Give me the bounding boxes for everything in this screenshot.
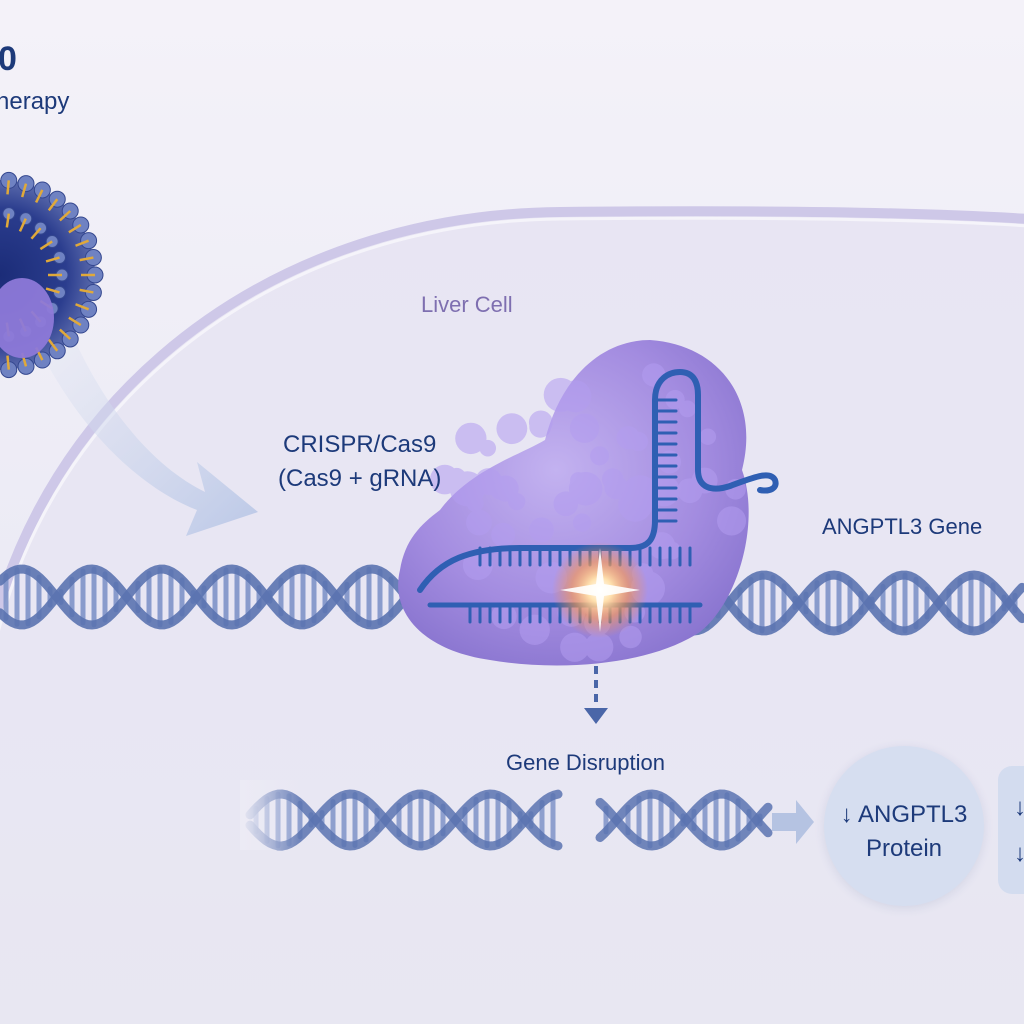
protein-arrow [772, 800, 814, 844]
cut-spark-icon [552, 542, 648, 638]
protein-circle-line1: ↓ ANGPTL3 [840, 801, 968, 828]
protein-circle-line2: Protein [865, 835, 943, 862]
broken-dna-right [595, 789, 773, 851]
lipid-nanoparticle-icon [0, 171, 104, 379]
angptl3-dna-helix [0, 564, 1024, 636]
gene-disruption-label: Gene Disruption [506, 750, 665, 775]
disruption-arrow [584, 666, 608, 724]
liver-cell-label: Liver Cell [421, 292, 513, 317]
gene-label: ANGPTL3 Gene [822, 514, 983, 539]
crispr-label-line2: (Cas9 + gRNA) [278, 465, 442, 492]
offscreen-effect-box: ↓ ↓ [998, 766, 1024, 894]
crispr-label-line1: CRISPR/Cas9 [283, 431, 437, 458]
protein-reduction-circle: ↓ ANGPTL3 Protein [824, 746, 984, 906]
down-arrow-1: ↓ [1014, 794, 1024, 821]
delivery-arrow [40, 330, 258, 536]
subtitle-fragment: herapy [0, 88, 70, 115]
crispr-label: CRISPR/Cas9 (Cas9 + gRNA) [278, 428, 441, 496]
down-arrow-2: ↓ [1014, 840, 1024, 867]
title-fragment: 0 [0, 40, 17, 78]
